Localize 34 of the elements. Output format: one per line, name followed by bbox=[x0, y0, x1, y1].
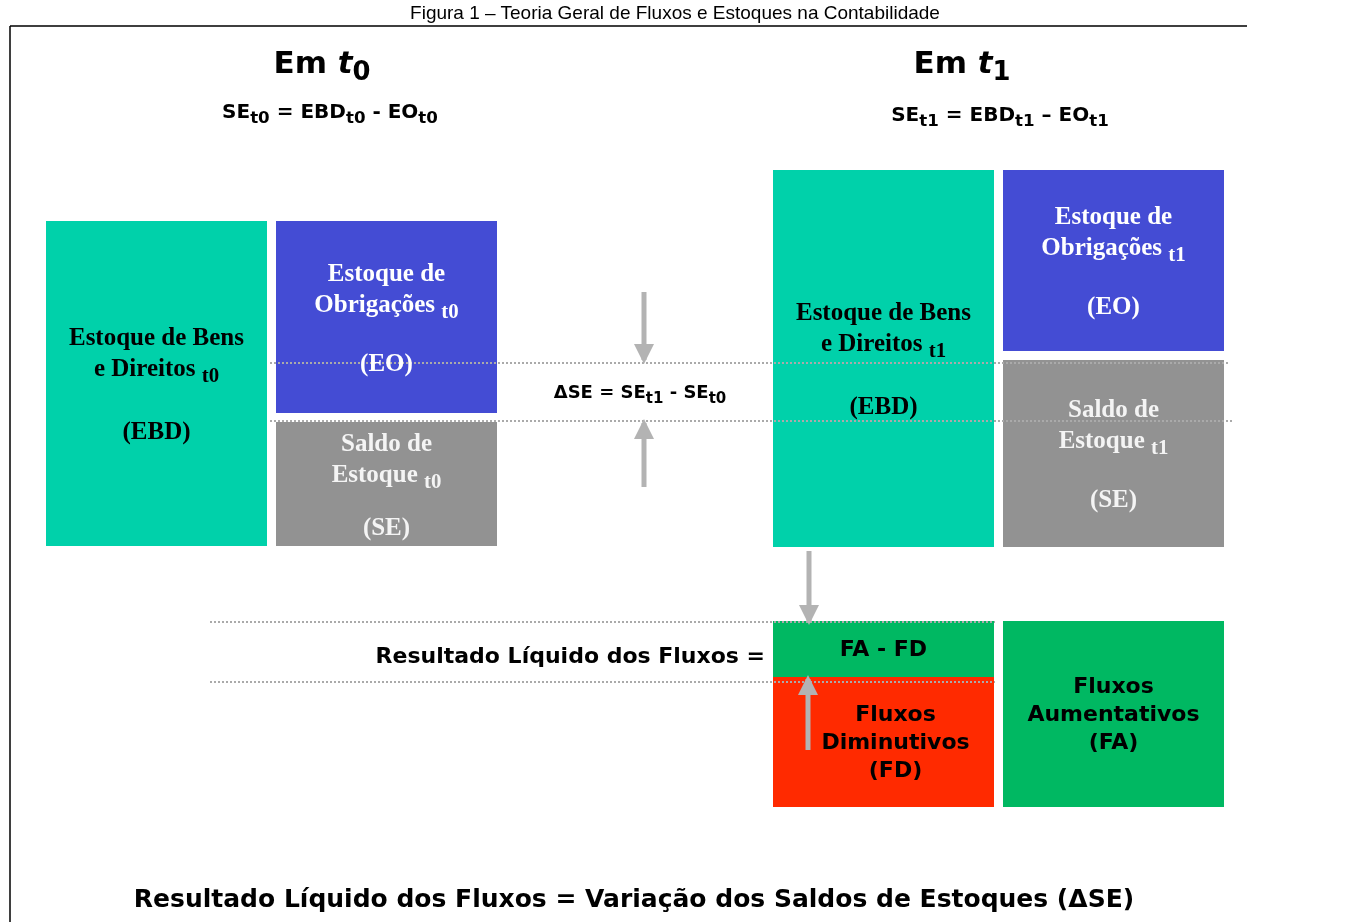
block-label: (EBD) bbox=[122, 416, 191, 446]
stock-block bbox=[1003, 360, 1224, 547]
block-label: Saldo de Estoque $_{t0}$ bbox=[330, 427, 443, 495]
stock-block bbox=[773, 170, 994, 547]
block-label: Estoque de Obrigações $_{t0}$ bbox=[313, 257, 460, 325]
flow-block bbox=[773, 621, 994, 677]
section-heading: Em t$_{0}$ bbox=[273, 43, 371, 87]
stock-block bbox=[276, 422, 497, 546]
block-label: (EO) bbox=[1087, 291, 1140, 321]
arrow bbox=[799, 551, 819, 625]
block-label: Saldo de Estoque $_{t1}$ bbox=[1057, 394, 1170, 461]
block-label: Fluxos Diminutivos (FD) bbox=[820, 700, 971, 784]
block-label: FA - FD bbox=[839, 635, 928, 663]
block-label: Estoque de Bens e Direitos $_{t0}$ bbox=[67, 322, 245, 389]
block-label: (SE) bbox=[1089, 484, 1138, 514]
block-label: (SE) bbox=[362, 511, 411, 542]
block-label: Fluxos Aumentativos (FA) bbox=[1026, 672, 1201, 756]
block-label: (EO) bbox=[360, 347, 413, 378]
stock-block bbox=[46, 221, 267, 546]
block-label: Estoque de Bens e Direitos $_{t1}$ bbox=[794, 297, 972, 364]
formula: ΔSE = SE$_{t1}$ - SE$_{t0}$ bbox=[553, 381, 727, 407]
block-label: Estoque de Obrigações $_{t1}$ bbox=[1040, 201, 1187, 268]
caption: Resultado Líquido dos Fluxos = Variação dos Saldos de Estoques (ΔSE) bbox=[133, 883, 1135, 913]
stock-block bbox=[1003, 170, 1224, 351]
stock-block bbox=[276, 221, 497, 413]
formula: SE$_{t1}$ = EBD$_{t1}$ – EO$_{t1}$ bbox=[891, 102, 1109, 130]
formula: SE$_{t0}$ = EBD$_{t0}$ - EO$_{t0}$ bbox=[222, 99, 438, 127]
figure-title: Figura 1 – Teoria Geral de Fluxos e Estoques na Contabilidade bbox=[410, 2, 940, 24]
block-label: (EBD) bbox=[849, 391, 918, 421]
flow-block bbox=[773, 677, 994, 807]
section-heading: Em t$_{1}$ bbox=[913, 43, 1011, 87]
arrow bbox=[798, 675, 818, 750]
flow-block bbox=[1003, 621, 1224, 807]
formula: Resultado Líquido dos Fluxos = bbox=[375, 642, 765, 668]
